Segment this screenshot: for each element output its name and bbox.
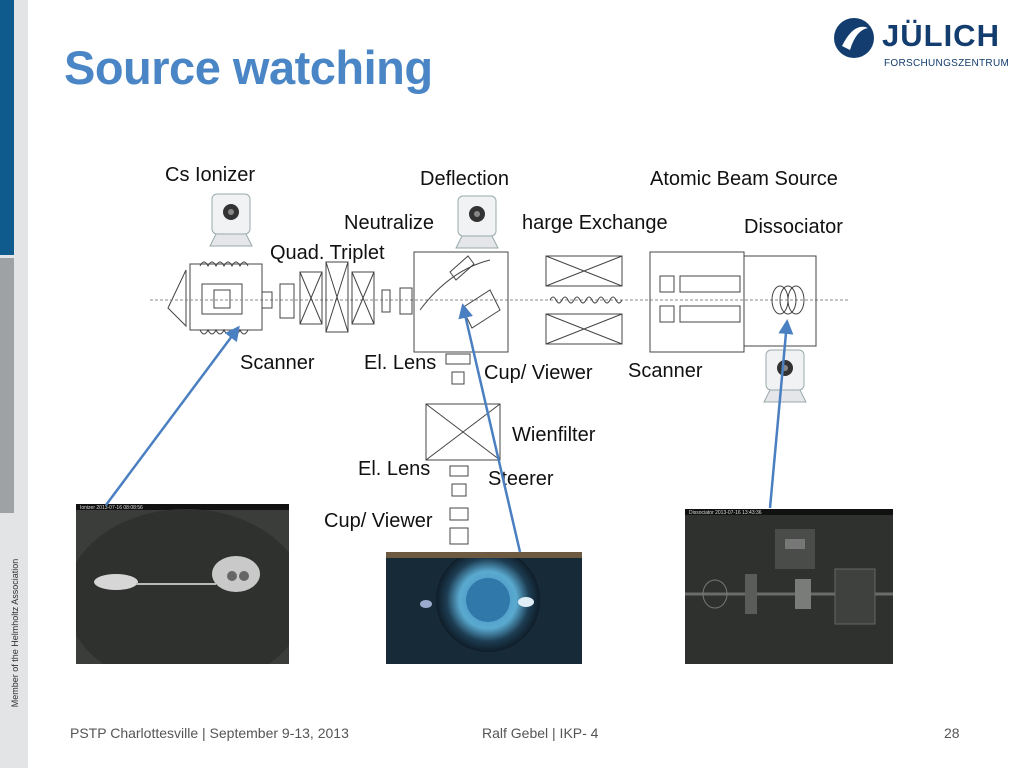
juelich-logo-icon: [834, 18, 874, 58]
label-cs-ionizer: Cs Ionizer: [165, 164, 256, 186]
deflection-camera-image: [386, 552, 582, 664]
dissociator-photo-caption: Dissociator 2013-07-16 13:43:36: [689, 510, 762, 516]
ionizer-camera-image: Ionizer 2013-07-16 08:08:56: [76, 504, 289, 664]
label-scanner-right: Scanner: [628, 360, 703, 382]
label-cup-viewer-bottom: Cup/ Viewer: [324, 510, 433, 532]
label-atomic-beam-source: Atomic Beam Source: [650, 168, 838, 190]
label-scanner-left: Scanner: [240, 352, 315, 374]
side-bar-grey-segment: [0, 258, 14, 513]
ionizer-photo-caption: Ionizer 2013-07-16 08:08:56: [80, 505, 143, 511]
label-charge-exchange: harge Exchange: [522, 212, 668, 234]
label-el-lens-bottom: El. Lens: [358, 458, 431, 480]
helmholtz-association-text: Member of the Helmholtz Association: [10, 558, 20, 708]
label-quad-triplet: Quad. Triplet: [270, 242, 385, 264]
footer-page-number: 28: [944, 725, 960, 741]
logo-wordmark: JÜLICH: [882, 18, 1000, 53]
slide-title: Source watching: [64, 41, 433, 94]
side-bar-blue-segment: [0, 0, 14, 255]
juelich-logo: JÜLICH FORSCHUNGSZENTRUM: [832, 14, 1009, 78]
label-deflection: Deflection: [420, 168, 509, 190]
camera-icon: [209, 193, 253, 247]
label-wienfilter: Wienfilter: [512, 424, 596, 446]
ionizer-camera-photo: Ionizer 2013-07-16 08:08:56: [76, 504, 289, 664]
label-dissociator: Dissociator: [744, 216, 843, 238]
footer-author: Ralf Gebel | IKP- 4: [482, 725, 599, 741]
label-el-lens-top: El. Lens: [364, 352, 437, 374]
deflection-camera-photo: [386, 552, 582, 664]
camera-icon: [763, 349, 807, 403]
camera-icon: [455, 195, 499, 249]
footer-conference: PSTP Charlottesville | September 9-13, 2…: [70, 725, 349, 741]
label-cup-viewer-top: Cup/ Viewer: [484, 362, 593, 384]
label-neutralize: Neutralize: [344, 212, 435, 234]
dissociator-camera-image: Dissociator 2013-07-16 13:43:36: [685, 509, 893, 664]
label-steerer: Steerer: [488, 468, 554, 490]
logo-subtitle: FORSCHUNGSZENTRUM: [884, 58, 1010, 69]
dissociator-camera-photo: Dissociator 2013-07-16 13:43:36: [685, 509, 893, 664]
beamline-diagram: Cs Ionizer Deflection Atomic Beam Source…: [150, 160, 870, 560]
